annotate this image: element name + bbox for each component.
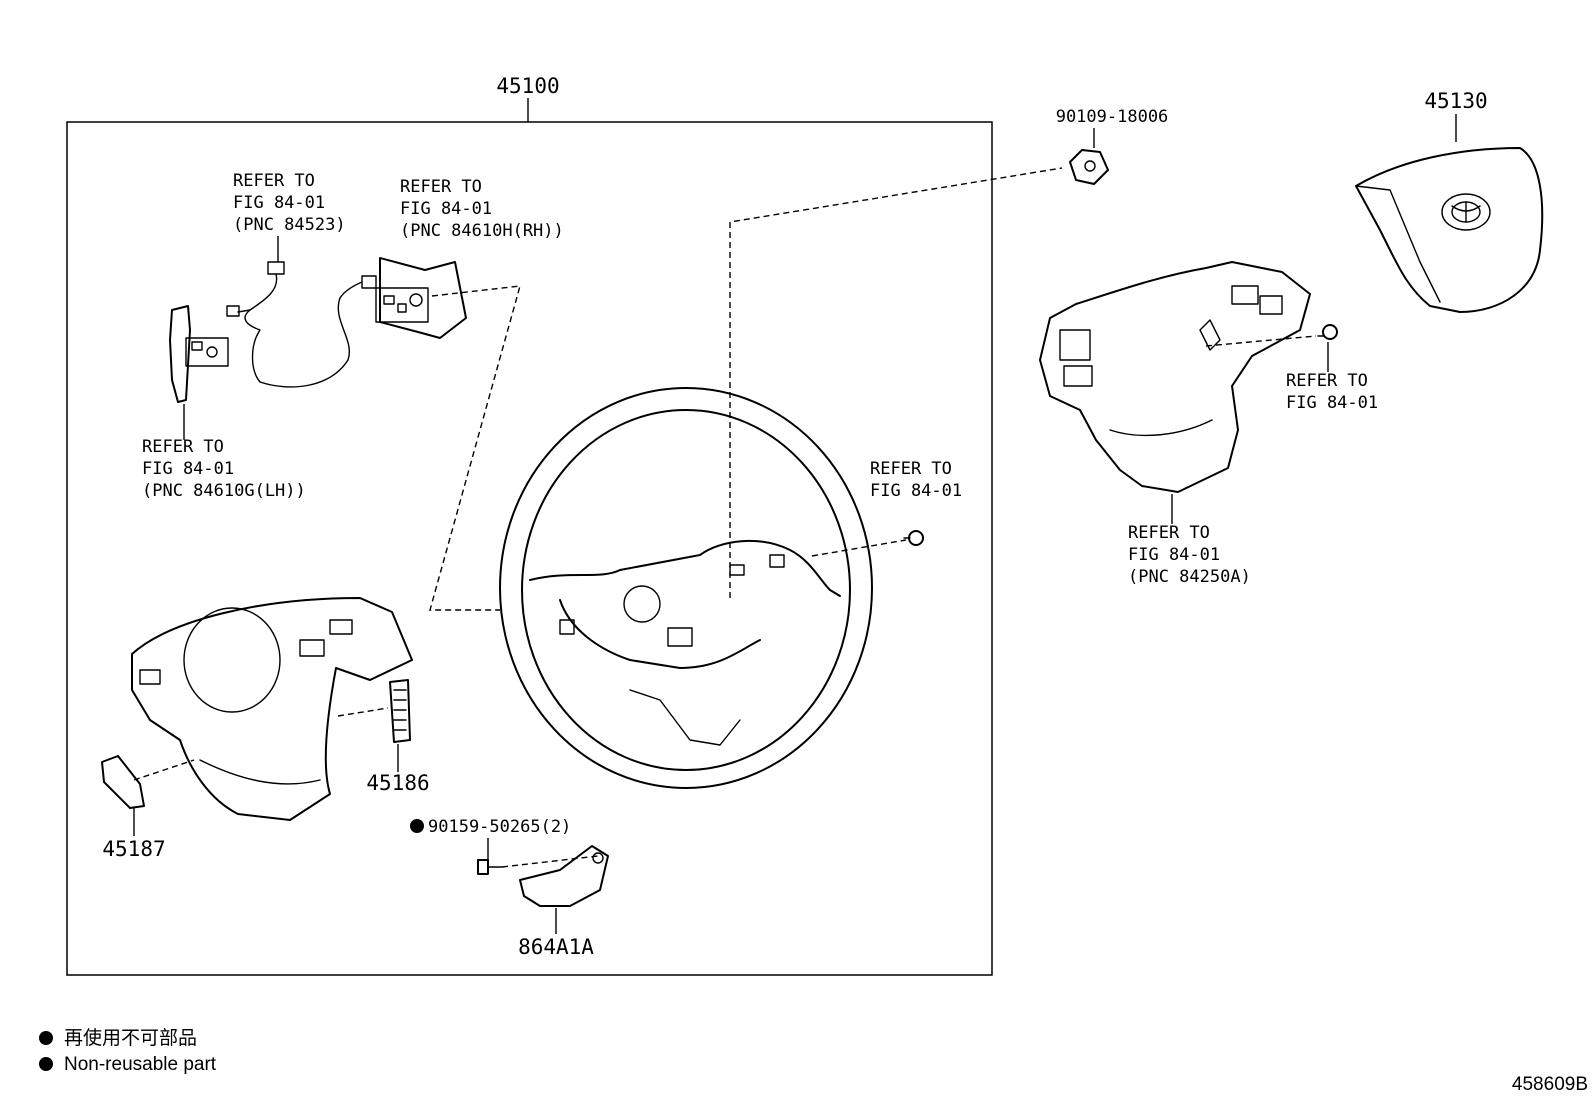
airbag bbox=[1355, 147, 1544, 313]
svg-text:FIG 84-01: FIG 84-01 bbox=[870, 481, 962, 501]
airbag-number: 45130 bbox=[1424, 89, 1487, 113]
svg-text:FIG 84-01: FIG 84-01 bbox=[400, 199, 492, 219]
fastener-nut bbox=[1069, 149, 1109, 185]
svg-text:90159-50265(2): 90159-50265(2) bbox=[428, 817, 571, 837]
wire-harness bbox=[226, 261, 377, 388]
svg-text:FIG 84-01: FIG 84-01 bbox=[233, 193, 325, 213]
svg-text:REFER TO: REFER TO bbox=[142, 437, 224, 457]
switch-rh-callout: REFER TO FIG 84-01 (PNC 84610H(RH)) bbox=[400, 177, 564, 241]
bolt-callout: 90159-50265(2) bbox=[410, 817, 571, 837]
bracket-864A1A bbox=[519, 845, 609, 907]
svg-text:(PNC 84250A): (PNC 84250A) bbox=[1128, 567, 1251, 587]
svg-text:REFER TO: REFER TO bbox=[400, 177, 482, 197]
harness-callout: REFER TO FIG 84-01 (PNC 84523) bbox=[233, 171, 346, 235]
toyota-emblem-icon bbox=[1451, 201, 1481, 223]
steering-wheel bbox=[499, 387, 873, 789]
svg-text:(PNC 84610G(LH)): (PNC 84610G(LH)) bbox=[142, 481, 306, 501]
part-864A1A-number: 864A1A bbox=[518, 935, 594, 959]
switch-rh bbox=[375, 257, 467, 339]
part-45187 bbox=[101, 755, 145, 809]
svg-text:FIG 84-01: FIG 84-01 bbox=[1128, 545, 1220, 565]
screw-center-callout: REFER TO FIG 84-01 bbox=[870, 459, 962, 501]
non-reusable-bullet-icon bbox=[39, 1057, 53, 1071]
cover-callout: REFER TO FIG 84-01 (PNC 84250A) bbox=[1128, 523, 1251, 587]
svg-text:FIG 84-01: FIG 84-01 bbox=[142, 459, 234, 479]
legend: 再使用不可部品 Non-reusable part bbox=[39, 1027, 217, 1075]
part-45186-number: 45186 bbox=[366, 771, 429, 795]
svg-text:REFER TO: REFER TO bbox=[870, 459, 952, 479]
non-reusable-bullet-icon bbox=[410, 819, 424, 833]
illustration-id: 458609B bbox=[1512, 1074, 1588, 1095]
part-45187-number: 45187 bbox=[102, 837, 165, 861]
svg-text:FIG 84-01: FIG 84-01 bbox=[1286, 393, 1378, 413]
screw-center bbox=[903, 530, 924, 546]
switch-lh bbox=[169, 305, 229, 403]
assembly-frame bbox=[66, 121, 993, 976]
non-reusable-bullet-icon bbox=[39, 1031, 53, 1045]
svg-text:(PNC 84523): (PNC 84523) bbox=[233, 215, 346, 235]
legend-en: Non-reusable part bbox=[64, 1054, 217, 1075]
screw-right bbox=[1317, 324, 1338, 340]
switch-lh-callout: REFER TO FIG 84-01 (PNC 84610G(LH)) bbox=[142, 437, 306, 501]
lower-cover bbox=[131, 597, 413, 821]
legend-jp: 再使用不可部品 bbox=[64, 1027, 197, 1049]
svg-text:(PNC 84610H(RH)): (PNC 84610H(RH)) bbox=[400, 221, 564, 241]
steering-pad-cover bbox=[1039, 261, 1311, 493]
svg-text:REFER TO: REFER TO bbox=[233, 171, 315, 191]
svg-text:REFER TO: REFER TO bbox=[1128, 523, 1210, 543]
screw-right-callout: REFER TO FIG 84-01 bbox=[1286, 371, 1378, 413]
fastener-top-number: 90109-18006 bbox=[1056, 107, 1169, 127]
part-45186 bbox=[389, 679, 411, 743]
svg-text:REFER TO: REFER TO bbox=[1286, 371, 1368, 391]
bolt bbox=[477, 859, 503, 875]
assembly-number: 45100 bbox=[496, 74, 559, 98]
